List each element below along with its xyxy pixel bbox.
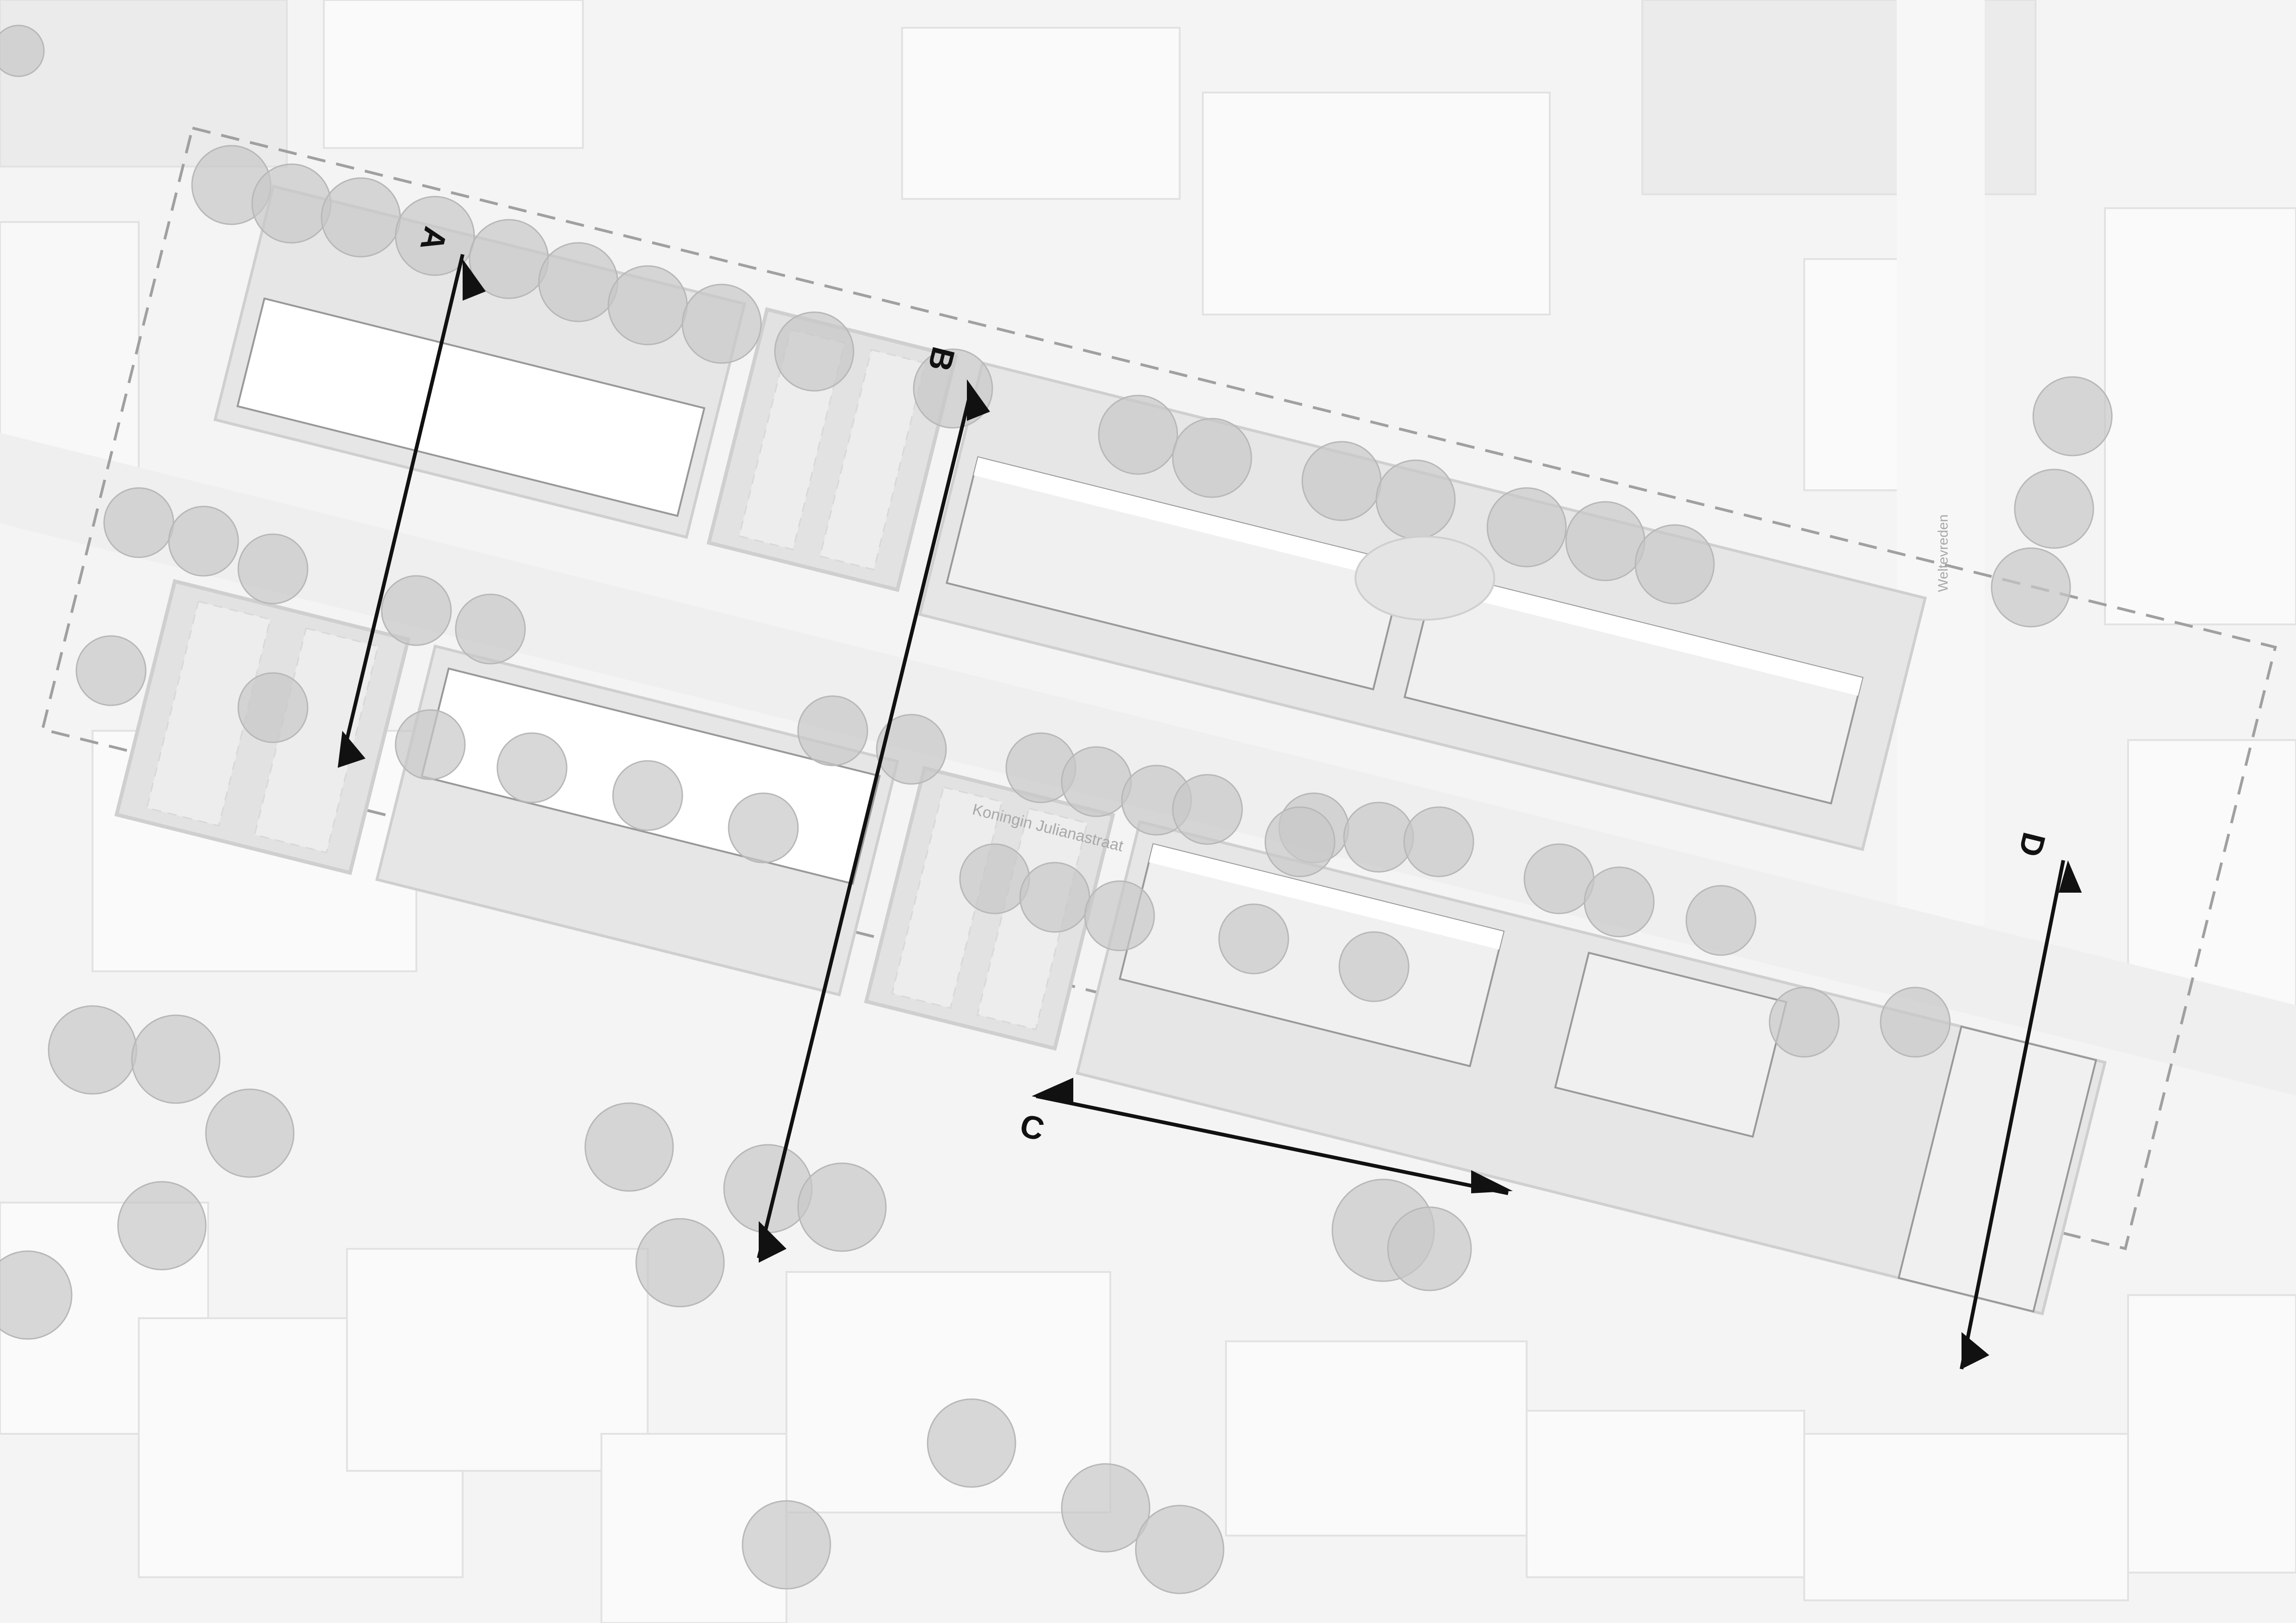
section-lines xyxy=(340,254,2065,1370)
tree-canopies xyxy=(0,25,2113,1594)
side-street xyxy=(1897,0,1985,925)
section-line-c xyxy=(1036,1094,1509,1195)
parking-north xyxy=(706,307,958,592)
arrowhead-c-left xyxy=(1032,1078,1073,1105)
building-corner-se xyxy=(1897,1025,2098,1313)
arrowhead-d-bottom xyxy=(1962,1332,1989,1369)
section-line-a xyxy=(340,254,464,759)
section-line-b xyxy=(757,388,973,1259)
section-line-d xyxy=(1960,860,2065,1370)
section-arrowheads xyxy=(338,259,2082,1369)
playground xyxy=(1355,536,1495,621)
arrowhead-a-top xyxy=(463,259,486,301)
arrowhead-c-right xyxy=(1471,1170,1513,1193)
street-label-weltevreden: Weltevreden xyxy=(1936,514,1951,592)
arrowhead-b-bottom xyxy=(759,1221,786,1263)
arrowhead-a-bottom xyxy=(338,731,365,768)
arrowhead-d-top xyxy=(2059,860,2082,893)
arrowhead-b-top xyxy=(967,379,990,421)
site-boundary xyxy=(41,126,2277,1251)
building-block-se xyxy=(1075,820,2107,1315)
